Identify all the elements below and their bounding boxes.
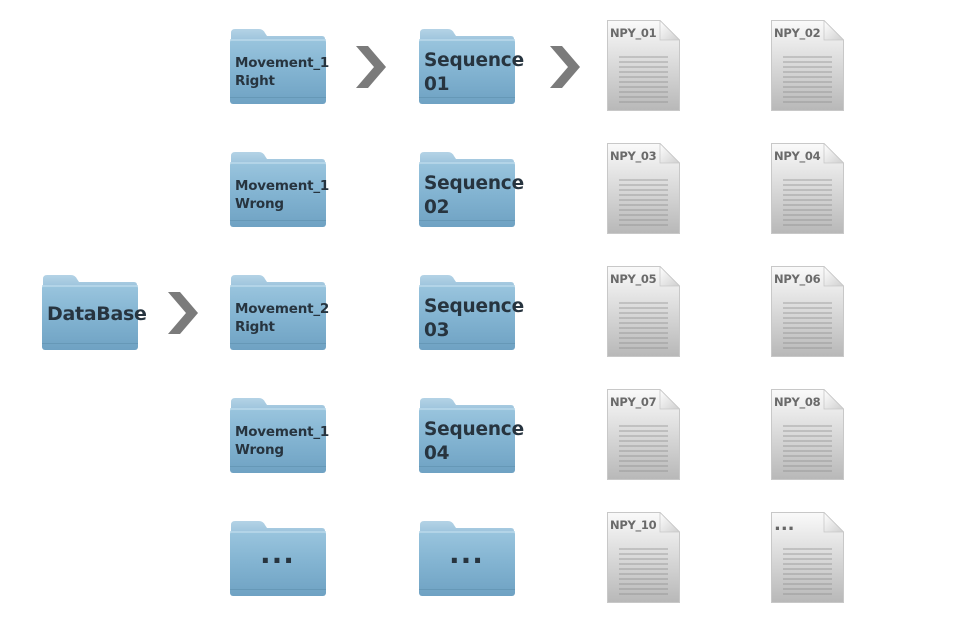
file-name: NPY_10 [610,518,657,532]
folder-icon [42,275,138,350]
npy-file[interactable]: NPY_07 [607,389,680,480]
folder-label-line: Movement_1 [235,55,330,71]
movement-folder[interactable]: Movement_1 Wrong [229,397,330,474]
more-files[interactable]: ... [771,512,844,603]
movement-folder[interactable]: Movement_2 Right [229,274,330,351]
file-name: NPY_05 [610,272,657,286]
more-movements-folder[interactable]: ... [229,520,326,597]
npy-file[interactable]: NPY_02 [771,20,844,111]
document-icon [607,389,680,480]
folder-label: Sequence 04 [424,418,524,466]
file-name: NPY_04 [774,149,821,163]
document-icon [607,266,680,357]
document-icon [771,389,844,480]
chevron-right-icon [550,46,580,88]
folder-label: Movement_1 Wrong [235,177,330,213]
sequence-folder[interactable]: Sequence 03 [418,274,524,351]
folder-label: Movement_2 Right [235,300,330,336]
folder-label-line: Wrong [235,196,284,212]
folder-label: Sequence 03 [424,295,524,343]
sequence-folder[interactable]: Sequence 04 [418,397,524,474]
folder-label: Sequence 01 [424,49,524,97]
document-icon [771,512,844,603]
more-sequences-folder[interactable]: ... [418,520,515,597]
movement-folder[interactable]: Movement_1 Wrong [229,151,330,228]
document-icon [607,512,680,603]
folder-label-line: 04 [424,443,450,464]
ellipsis-label: ... [449,537,484,570]
folder-label-line: Sequence [424,50,524,71]
database-folder[interactable]: DataBase [41,274,147,351]
folder-icon [230,398,326,473]
folder-label: Movement_1 Wrong [235,423,330,459]
folder-label-line: Sequence [424,173,524,194]
folder-icon [419,152,515,227]
folder-label-line: 01 [424,74,450,95]
npy-file[interactable]: NPY_05 [607,266,680,357]
npy-file[interactable]: NPY_06 [771,266,844,357]
folder-icon [230,29,326,104]
folder-label-line: Movement_1 [235,424,330,440]
document-icon [771,266,844,357]
folder-icon [419,398,515,473]
folder-icon [419,29,515,104]
folder-label-line: 03 [424,320,450,341]
chevron-right-icon [168,292,198,334]
sequence-folder[interactable]: Sequence 02 [418,151,524,228]
ellipsis-label: ... [260,537,295,570]
folder-label-line: Movement_1 [235,178,330,194]
folder-label: Sequence 02 [424,172,524,220]
folder-label-line: Wrong [235,442,284,458]
document-icon [607,20,680,111]
file-name: NPY_07 [610,395,657,409]
folder-label-line: 02 [424,197,450,218]
npy-file[interactable]: NPY_04 [771,143,844,234]
npy-file[interactable]: NPY_03 [607,143,680,234]
npy-file[interactable]: NPY_10 [607,512,680,603]
sequence-folder[interactable]: Sequence 01 [418,28,524,105]
folder-icon [419,275,515,350]
npy-file[interactable]: NPY_08 [771,389,844,480]
file-name: NPY_03 [610,149,657,163]
folder-icon [230,275,326,350]
document-icon [607,143,680,234]
folder-label-line: Sequence [424,296,524,317]
folder-icon [419,521,515,596]
file-name: NPY_06 [774,272,821,286]
file-name: NPY_02 [774,26,821,40]
folder-icon [230,152,326,227]
folder-label-line: Right [235,73,275,89]
database-label: DataBase [47,303,147,325]
document-icon [771,20,844,111]
file-name: NPY_08 [774,395,821,409]
npy-file[interactable]: NPY_01 [607,20,680,111]
ellipsis-label: ... [774,514,795,535]
document-icon [771,143,844,234]
folder-label-line: Sequence [424,419,524,440]
folder-label: Movement_1 Right [235,54,330,90]
folder-icon [230,521,326,596]
movement-folder[interactable]: Movement_1 Right [229,28,330,105]
folder-label-line: Movement_2 [235,301,330,317]
file-name: NPY_01 [610,26,657,40]
chevron-right-icon [356,46,386,88]
folder-label-line: Right [235,319,275,335]
